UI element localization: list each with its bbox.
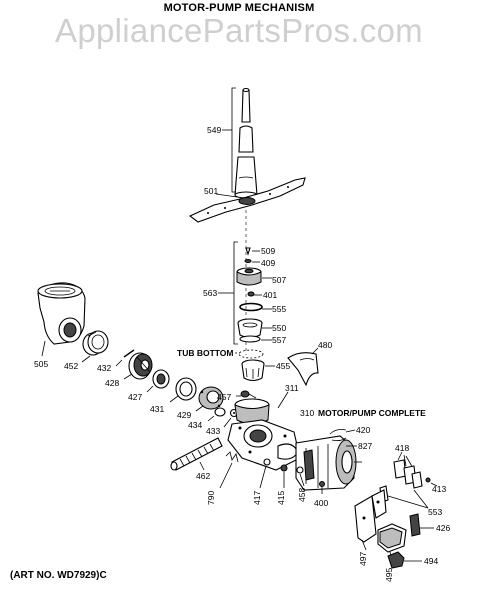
label-505: 505 [34, 359, 48, 369]
art-number: (ART NO. WD7929)C [10, 570, 107, 581]
part-434-plug[interactable] [214, 407, 226, 417]
label-455: 455 [276, 361, 290, 371]
label-401: 401 [263, 290, 277, 300]
part-311-pump-body[interactable] [227, 398, 301, 471]
part-462-spiral[interactable] [170, 437, 223, 471]
label-427: 427 [128, 392, 142, 402]
part-495-solenoid[interactable] [377, 523, 407, 553]
label-432: 432 [97, 363, 111, 373]
part-549-tube-stack[interactable] [234, 87, 258, 199]
bracket-563 [233, 241, 238, 345]
part-427-ring[interactable] [152, 369, 170, 389]
label-549: 549 [207, 125, 221, 135]
label-555: 555 [272, 304, 286, 314]
label-433: 433 [206, 426, 220, 436]
label-480: 480 [318, 340, 332, 350]
part-555-seal-ring[interactable] [239, 302, 263, 312]
part-432-pin[interactable] [123, 349, 135, 358]
label-434: 434 [188, 420, 202, 430]
label-409: 409 [261, 258, 275, 268]
label-462: 462 [196, 471, 210, 481]
label-501: 501 [204, 186, 218, 196]
part-457-screw[interactable] [240, 390, 257, 399]
part-480-deflector[interactable] [287, 352, 319, 387]
part-505-inlet-housing[interactable] [37, 282, 86, 345]
label-429: 429 [177, 410, 191, 420]
label-497: 497 [358, 552, 368, 566]
watermark: AppliancePartsPros.com [55, 12, 423, 49]
label-400: 400 [314, 498, 328, 508]
part-550-hub-nut[interactable] [237, 318, 263, 339]
diagram-title: MOTOR-PUMP MECHANISM [163, 2, 315, 14]
part-motor[interactable] [295, 435, 362, 491]
part-494-plunger[interactable] [387, 551, 405, 569]
part-790-spring[interactable] [225, 451, 239, 463]
label-428: 428 [105, 378, 119, 388]
part-497-bracket[interactable] [354, 489, 387, 543]
part-415-washer[interactable] [280, 464, 288, 472]
part-509-screw[interactable] [245, 247, 251, 256]
label-494: 494 [424, 556, 438, 566]
part-413-screw[interactable] [425, 477, 431, 483]
part-400-screw[interactable] [319, 481, 325, 487]
label-509: 509 [261, 246, 275, 256]
part-458-grommet[interactable] [296, 466, 304, 474]
label-458: 458 [297, 488, 307, 502]
part-557-seal[interactable] [239, 335, 261, 343]
part-455-filter[interactable] [241, 359, 265, 382]
part-429-housing[interactable] [198, 386, 224, 410]
label-415: 415 [276, 491, 286, 505]
label-431: 431 [150, 404, 164, 414]
part-426-switch[interactable] [409, 513, 421, 537]
part-418-brackets[interactable] [393, 459, 423, 489]
bracket-549 [231, 87, 236, 193]
label-557: 557 [272, 335, 286, 345]
label-495: 495 [384, 568, 394, 582]
part-501-wash-arm[interactable] [188, 177, 306, 223]
part-452-coupling[interactable] [82, 330, 109, 356]
label-452: 452 [64, 361, 78, 371]
part-409-washer[interactable] [244, 259, 252, 263]
label-motor-pump-complete: MOTOR/PUMP COMPLETE [318, 408, 426, 418]
label-827: 827 [358, 441, 372, 451]
part-420-wire[interactable] [329, 429, 347, 442]
label-310: 310 [300, 408, 314, 418]
part-401-washer[interactable] [247, 291, 255, 297]
label-tub-bottom: TUB BOTTOM [177, 348, 234, 358]
label-563: 563 [203, 288, 217, 298]
label-507: 507 [272, 275, 286, 285]
part-507-hub[interactable] [236, 267, 262, 286]
label-418: 418 [395, 443, 409, 453]
part-417-washer[interactable] [263, 458, 271, 466]
label-420: 420 [356, 425, 370, 435]
label-550: 550 [272, 323, 286, 333]
label-417: 417 [252, 491, 262, 505]
label-311: 311 [285, 383, 299, 393]
label-457: 457 [217, 392, 231, 402]
part-431-seal[interactable] [175, 377, 197, 401]
label-426: 426 [436, 523, 450, 533]
label-790: 790 [206, 491, 216, 505]
part-428-impeller[interactable] [128, 352, 153, 380]
label-413: 413 [432, 484, 446, 494]
tub-bottom-opening [238, 349, 264, 359]
label-553: 553 [428, 507, 442, 517]
